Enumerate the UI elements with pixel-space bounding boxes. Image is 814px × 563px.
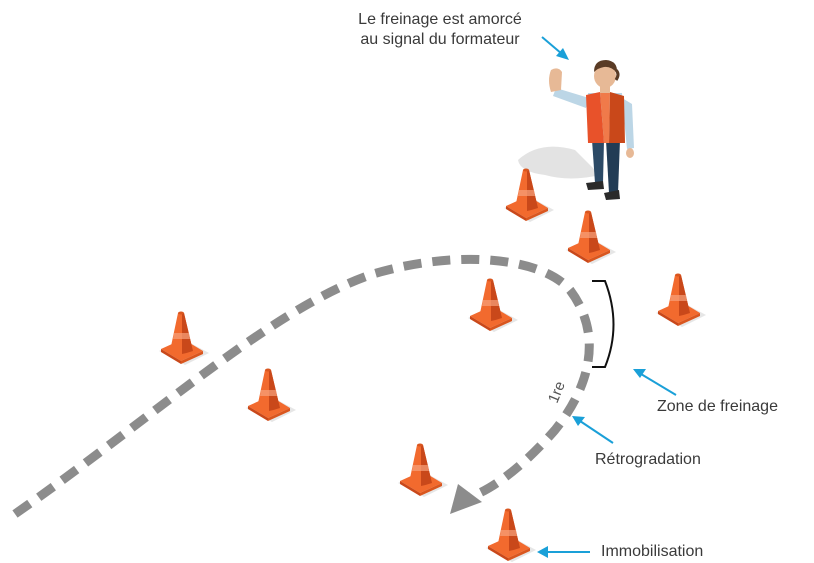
cone [468,278,518,332]
instructor-signal-label: Le freinage est amorcé au signal du form… [315,10,565,50]
braking-zone-label: Zone de freinage [657,398,778,415]
cone [566,210,616,264]
stop-label: Immobilisation [601,543,704,560]
instructor-shadow [518,146,600,179]
instructor-label-line-1: Le freinage est amorcé [358,11,522,28]
downshift-label: Rétrogradation [595,451,701,468]
cone [504,168,554,222]
vehicle-trajectory [12,254,594,518]
callout-arrow-stop [537,546,590,558]
callout-arrow-downshift [572,416,614,444]
cone [159,311,209,365]
braking-zone-bracket [592,280,615,368]
gear-label: 1re [545,379,569,405]
callout-arrow-instructor [541,36,569,60]
cone [486,508,536,562]
callout-arrow-braking-zone [633,369,677,396]
cone [398,443,448,497]
instructor-figure [549,60,634,200]
instructor-label-line-2: au signal du formateur [360,31,520,48]
trajectory-arrowhead [450,484,482,514]
cone [246,368,296,422]
cone [656,273,706,327]
